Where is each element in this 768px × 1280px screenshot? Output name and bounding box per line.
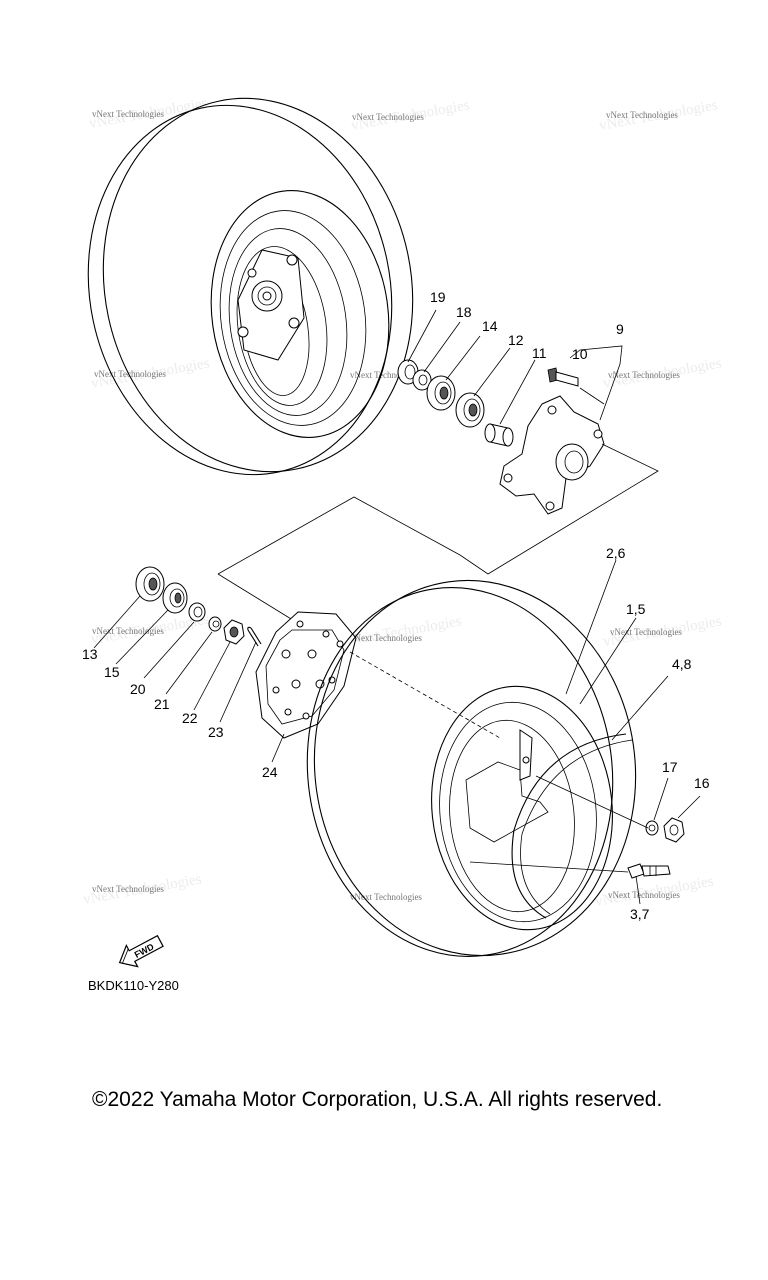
callout-13: 13: [82, 646, 98, 662]
callout-14: 14: [482, 318, 498, 334]
part-9-front-hub: [499, 395, 605, 515]
watermark: vNext Technologies: [608, 890, 680, 900]
copyright-notice: ©2022 Yamaha Motor Corporation, U.S.A. A…: [92, 1088, 663, 1111]
watermark: vNext Technologies: [352, 112, 424, 122]
upper-wheel-hub: [237, 249, 305, 361]
callout-21: 21: [154, 696, 170, 712]
lower-tire-assembly: [306, 579, 637, 957]
part-16-nut: [663, 817, 685, 843]
callout-4-8: 4,8: [672, 656, 692, 672]
part-24-brake-disc: [255, 611, 357, 739]
diagram-code: BKDK110-Y280: [88, 978, 179, 993]
callout-18: 18: [456, 304, 472, 320]
callout-20: 20: [130, 681, 146, 697]
part-21-washer: [208, 616, 222, 632]
callout-2-6: 2,6: [606, 545, 626, 561]
upper-bearing-parts: [397, 359, 514, 447]
part-12-bearing: [455, 392, 485, 428]
callout-17: 17: [662, 759, 678, 775]
assembly-lines: [349, 651, 649, 873]
watermark: vNext Technologies: [610, 627, 682, 637]
part-1-5-wheel-rim: [519, 729, 533, 781]
fwd-arrow: FWD: [118, 934, 164, 968]
callout-labels: 19 18 14 12 11 9 10 2,6 1,5 4,8 17 16 3,…: [82, 289, 710, 922]
callout-10: 10: [572, 346, 588, 362]
part-15-bearing: [162, 582, 188, 614]
part-20-collar: [188, 602, 206, 622]
callout-19: 19: [430, 289, 446, 305]
callout-1-5: 1,5: [626, 601, 646, 617]
part-18-collar: [412, 369, 432, 391]
part-13-bearing: [135, 566, 165, 602]
watermark: vNext Technologies: [350, 892, 422, 902]
lower-bearing-parts: [135, 566, 262, 647]
watermark: vNext Technologies: [350, 633, 422, 643]
leader-lines: [93, 309, 701, 905]
callout-16: 16: [694, 775, 710, 791]
callout-23: 23: [208, 724, 224, 740]
part-11-spacer: [484, 423, 514, 447]
part-22-castle-nut: [223, 619, 245, 645]
part-14-bearing: [426, 375, 456, 411]
watermark: vNext Technologies: [94, 369, 166, 379]
reference-outline: [217, 387, 659, 623]
callout-15: 15: [104, 664, 120, 680]
watermark: vNext Technologies: [606, 110, 678, 120]
watermark: vNext Technologies: [92, 109, 164, 119]
part-17-washer: [645, 820, 659, 836]
watermark: vNext Technologies: [608, 370, 680, 380]
part-4-8-protector: [511, 733, 633, 919]
callout-3-7: 3,7: [630, 906, 650, 922]
part-23-cotter-pin: [247, 626, 262, 647]
callout-22: 22: [182, 710, 198, 726]
part-3-7-valve: [627, 863, 671, 879]
upper-tire-assembly: [87, 97, 414, 476]
part-10-wheel-stud: [547, 367, 579, 387]
callout-12: 12: [508, 332, 524, 348]
callout-24: 24: [262, 764, 278, 780]
watermark: vNext Technologies: [350, 370, 422, 380]
watermark: vNext Technologies: [92, 626, 164, 636]
watermark: vNext Technologies: [92, 884, 164, 894]
watermarks: vNext Technologies vNext Technologies vN…: [82, 95, 723, 910]
callout-9: 9: [616, 321, 624, 337]
callout-11: 11: [532, 345, 547, 361]
